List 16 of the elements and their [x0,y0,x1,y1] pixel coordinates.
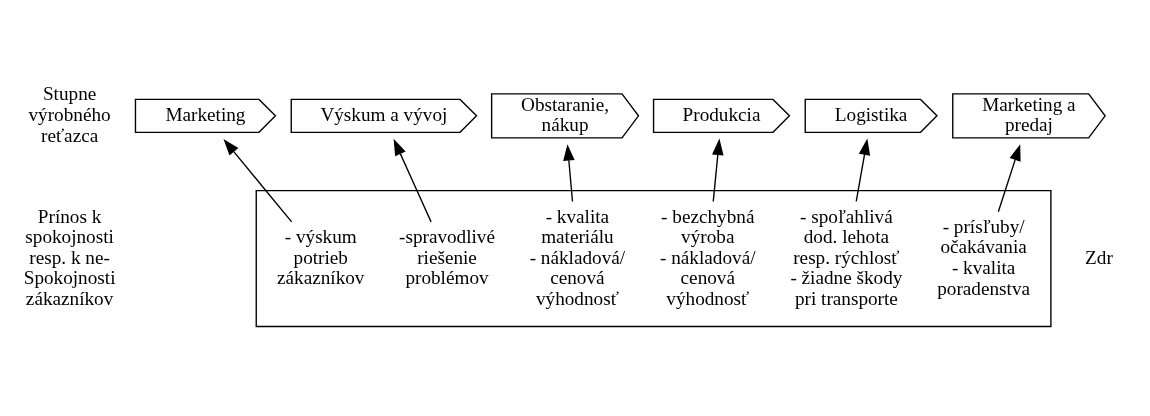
arrow [997,143,1021,212]
node-text: - spoľahlivá dod. lehota resp. rýchlosť - žiadne škody pri transporte [790,205,903,309]
arrow [393,138,432,223]
node-text: - bezchybná výroba - nákladová/ cenová výhodnosť [660,205,756,309]
arrow [712,138,724,202]
node-text: - prísľuby/ očakávania - kvalita poradenstva [937,215,1031,299]
arrow [563,143,575,202]
arrow [223,138,293,223]
arrow [855,138,871,202]
node-text: - výskum potrieb zákazníkov [277,225,365,288]
label: Zdr [1085,246,1113,268]
node-text: -spravodlivé riešenie problémov [399,225,496,288]
node-text: - kvalita materiálu - nákladová/ cenová výhodnosť [529,205,626,309]
label: Stupne výrobného reťazca [28,82,111,146]
label: Prínos k spokojnosti resp. k ne-Spokojnosti zákazníkov [23,205,116,309]
cluster [255,189,1052,327]
